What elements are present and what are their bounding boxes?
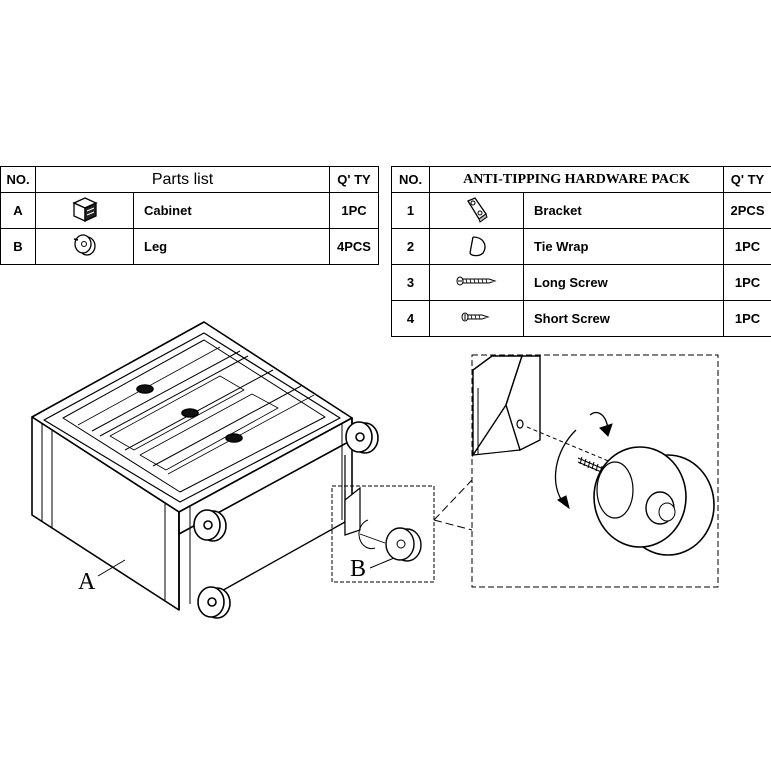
hardware-row-name: Short Screw [522, 300, 725, 337]
detail-box-small [331, 485, 435, 583]
leg-icon [73, 234, 96, 256]
zoom-leader-lines [433, 479, 473, 531]
long-screw-icon [456, 276, 497, 286]
parts-header-no: NO. [0, 166, 36, 193]
hardware-row-icon-cell [429, 264, 524, 301]
parts-row-qty: 4PCS [329, 228, 379, 265]
hardware-row-qty: 1PC [723, 300, 771, 337]
parts-header-row: NO. Parts list Q' TY [0, 166, 379, 193]
parts-row-b: B Leg 4PCS [0, 228, 379, 265]
hardware-pack-table: NO. ANTI-TIPPING HARDWARE PACK Q' TY 1 B… [391, 166, 771, 337]
hardware-header-no: NO. [391, 166, 430, 193]
top-hole [136, 384, 154, 394]
hardware-row-1: 1 Bracket 2PCS [391, 192, 771, 229]
parts-row-icon-cell [35, 228, 134, 265]
parts-list-table: NO. Parts list Q' TY A Cabinet 1PC B [0, 166, 379, 265]
hardware-header-qty: Q' TY [723, 166, 771, 193]
tie-wrap-icon [468, 236, 486, 257]
parts-row-name: Leg [133, 228, 330, 265]
hardware-row-no: 1 [391, 192, 430, 229]
hardware-row-icon-cell [429, 300, 524, 337]
parts-row-no: A [0, 192, 36, 229]
hardware-row-4: 4 Short Screw 1PC [391, 300, 771, 337]
parts-header-title: Parts list [35, 166, 330, 193]
hardware-row-name: Bracket [522, 192, 725, 229]
cabinet-leg [197, 586, 231, 619]
hardware-header-title: ANTI-TIPPING HARDWARE PACK [428, 166, 725, 193]
parts-row-qty: 1PC [329, 192, 379, 229]
parts-row-icon-cell [35, 192, 134, 229]
top-hole [181, 408, 199, 418]
label-b: B [350, 556, 366, 582]
hardware-row-3: 3 Long Screw 1PC [391, 264, 771, 301]
cabinet-leg [345, 421, 379, 454]
label-a-pointer [97, 559, 126, 577]
hardware-row-name: Long Screw [522, 264, 725, 301]
hardware-row-qty: 1PC [723, 228, 771, 265]
cabinet-leg [193, 509, 227, 542]
hardware-row-no: 2 [391, 228, 430, 265]
short-screw-icon [461, 312, 490, 322]
hardware-header-row: NO. ANTI-TIPPING HARDWARE PACK Q' TY [391, 166, 771, 193]
top-hole [225, 433, 243, 443]
bracket-icon [466, 197, 488, 223]
label-a: A [78, 569, 96, 595]
detail-box-large [471, 354, 719, 588]
hardware-row-qty: 1PC [723, 264, 771, 301]
cabinet-icon [71, 197, 98, 223]
